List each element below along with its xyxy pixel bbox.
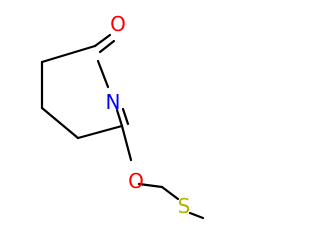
atom-nitrogen: N [106, 90, 121, 114]
bond-n-c2 [96, 59, 110, 89]
bond-c6-n-double-a [115, 108, 124, 128]
bond-c4-c5 [40, 106, 80, 140]
atom-oxygen-carbonyl: O [110, 12, 126, 36]
bond-o-ch2 [137, 182, 164, 189]
bond-ch2-s [160, 185, 180, 201]
molecule-drawing: O N O S [40, 12, 205, 220]
bond-c6-n-double-b [121, 107, 130, 126]
structure-canvas: O N O S [40, 12, 205, 220]
bond-c2-c3 [40, 44, 97, 64]
bond-c2-o-double-b [98, 39, 116, 54]
bond-c2-o-double-a [93, 33, 112, 48]
bond-c6-o-ether [120, 124, 133, 162]
bond-c5-c6 [76, 124, 124, 140]
bond-s-ch3 [188, 211, 205, 220]
atom-oxygen-ether: O [128, 169, 144, 193]
atom-sulfur: S [178, 194, 191, 218]
